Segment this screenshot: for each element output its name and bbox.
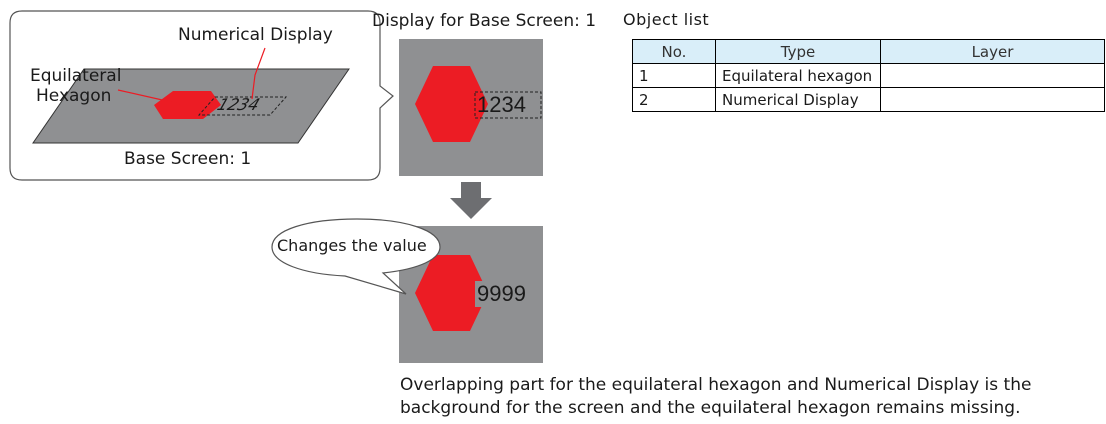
row-1-type: Equilateral hexagon: [715, 63, 881, 88]
row-2-type: Numerical Display: [715, 87, 881, 112]
result-numerical-value: 9999: [477, 281, 526, 306]
hexagon-label: Hexagon: [36, 86, 112, 106]
display-hexagon: [415, 66, 488, 142]
down-arrow: [450, 182, 492, 219]
display-screen-title: Display for Base Screen: 1: [372, 11, 597, 31]
row-2-layer: [880, 87, 1105, 112]
explanation-note: Overlapping part for the equilateral hex…: [400, 374, 1100, 420]
numerical-leader-line: [251, 47, 266, 100]
row-1-layer: [880, 63, 1105, 88]
object-list-title: Object list: [623, 10, 710, 29]
table-row: 1 Equilateral hexagon: [632, 63, 1105, 88]
speech-bubble: [271, 218, 441, 295]
header-no: No.: [632, 39, 716, 64]
note-line-2: background for the screen and the equila…: [400, 398, 1021, 418]
result-hexagon: [415, 255, 541, 331]
tilted-hexagon: [154, 91, 221, 119]
tilted-numerical-value: 1234: [214, 95, 263, 114]
equilateral-label: Equilateral: [30, 66, 122, 86]
display-numerical-box: [474, 91, 542, 119]
base-screen-caption: Base Screen: 1: [124, 149, 252, 169]
table-row: 2 Numerical Display: [632, 87, 1105, 112]
header-type: Type: [715, 39, 881, 64]
header-layer: Layer: [880, 39, 1105, 64]
result-overlap-background: [475, 281, 541, 307]
object-list-table: No. Type Layer 1 Equilateral hexagon 2 N…: [632, 39, 1105, 112]
table-header-row: No. Type Layer: [632, 39, 1105, 64]
speech-bubble-text: Changes the value: [277, 236, 427, 255]
row-1-no: 1: [632, 63, 716, 88]
numerical-display-label: Numerical Display: [178, 25, 333, 45]
hexagon-leader-line: [117, 89, 181, 105]
display-numerical-value: 1234: [477, 92, 526, 117]
tilted-numerical-box: [197, 96, 288, 116]
note-line-1: Overlapping part for the equilateral hex…: [400, 375, 1032, 395]
row-2-no: 2: [632, 87, 716, 112]
